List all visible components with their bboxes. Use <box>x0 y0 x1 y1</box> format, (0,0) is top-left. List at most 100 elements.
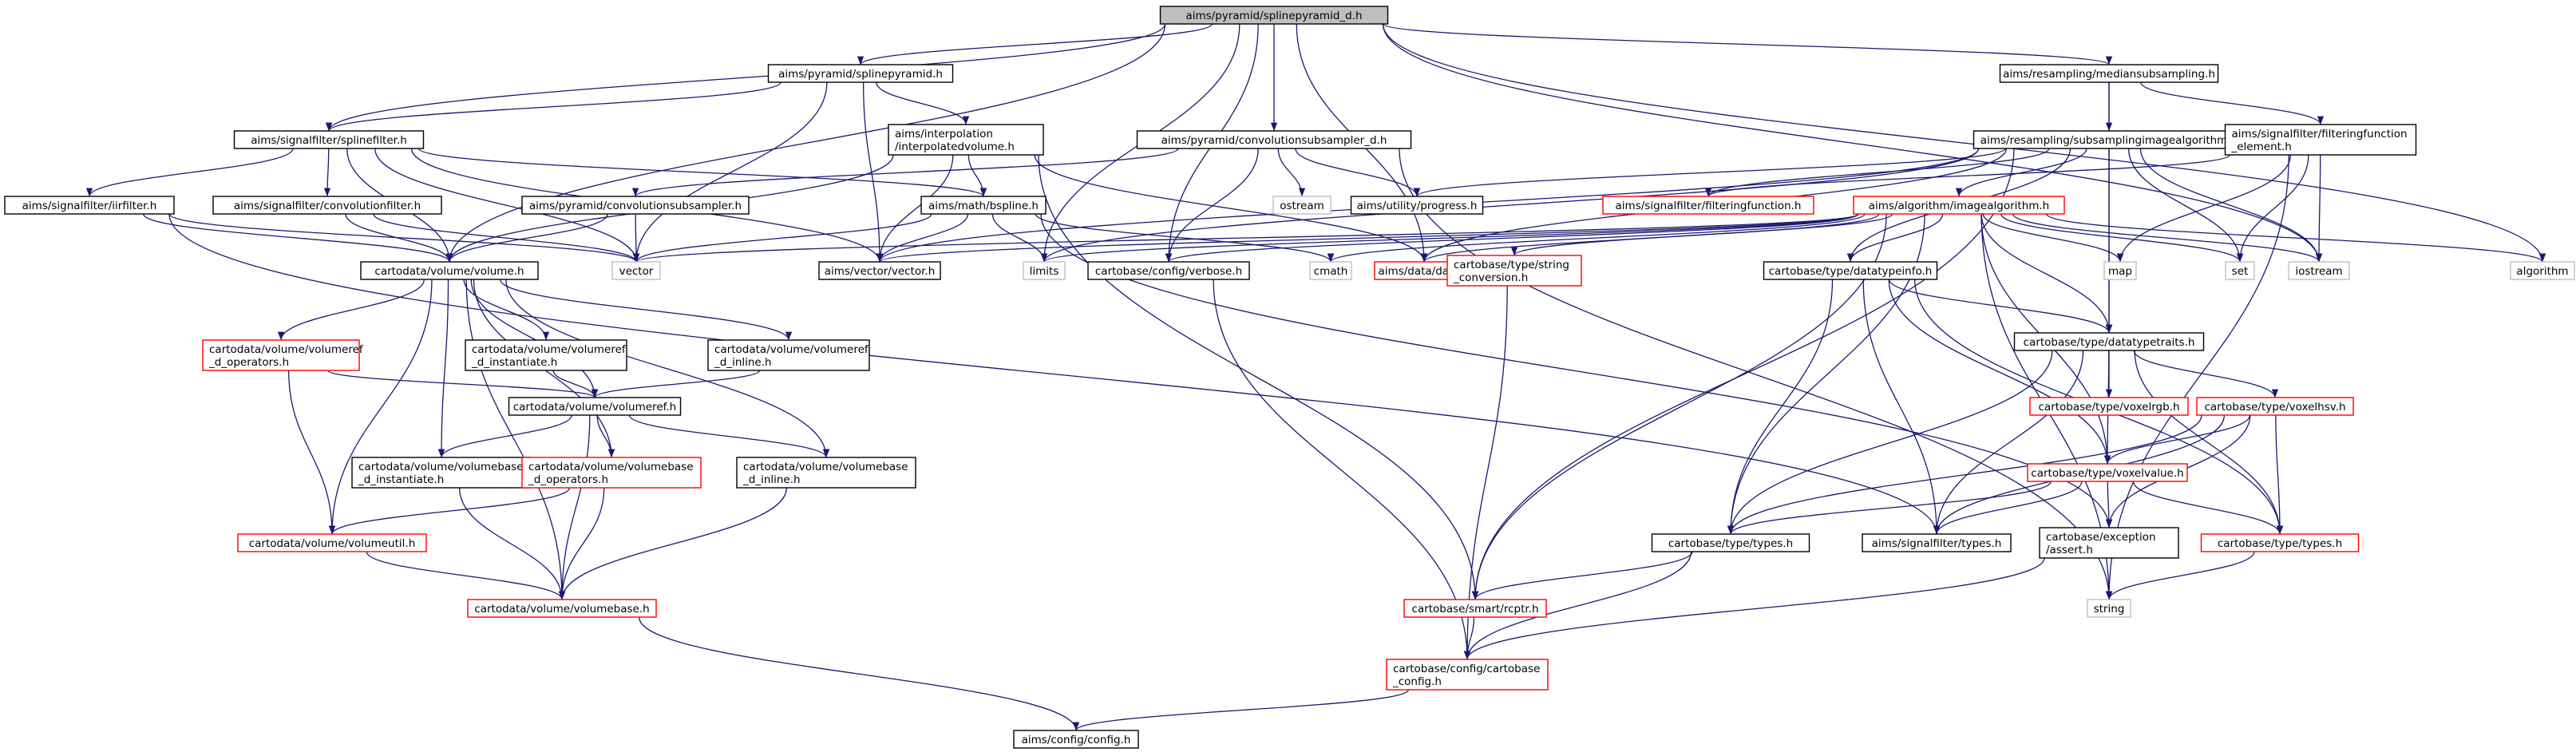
node-ssi[interactable]: aims/resampling/subsamplingimagealgorith… <box>1973 130 2246 149</box>
edge-root-sp <box>857 23 1213 65</box>
node-cbconfig[interactable]: cartobase/config/cartobase_config.h <box>1386 659 1549 691</box>
node-vrin[interactable]: cartodata/volume/volumeref_d_inline.h <box>707 339 870 371</box>
edge-sp-sf <box>326 81 782 132</box>
node-strconv[interactable]: cartobase/type/string_conversion.h <box>1446 255 1582 287</box>
edge-ia-set <box>2000 213 2244 263</box>
node-iv[interactable]: aims/interpolation/interpolatedvolume.h <box>888 124 1044 156</box>
node-box <box>767 64 954 83</box>
node-iir[interactable]: aims/signalfilter/iirfilter.h <box>4 196 175 215</box>
node-vol[interactable]: cartodata/volume/volume.h <box>360 261 539 280</box>
edge-ia-dtt <box>1980 213 2113 334</box>
edge-csd-verbose <box>1165 148 1259 263</box>
node-vref[interactable]: cartodata/volume/volumeref.h <box>508 397 682 416</box>
node-label: cartobase/type/voxelrgb.h <box>2039 401 2180 414</box>
node-box <box>212 196 442 215</box>
node-vro[interactable]: cartodata/volume/volumeref_d_operators.h <box>202 339 364 371</box>
node-label: cartobase/exception <box>2046 531 2156 544</box>
node-vbin[interactable]: cartodata/volume/volumebase_d_inline.h <box>736 457 916 489</box>
node-ia[interactable]: aims/algorithm/imagealgorithm.h <box>1853 196 2065 215</box>
node-assert[interactable]: cartobase/exception/assert.h <box>2039 527 2179 559</box>
edge-vhsv-types2 <box>2275 414 2284 535</box>
edge-vbo-vutil <box>328 487 571 535</box>
edge-ffe-string <box>2105 154 2289 600</box>
node-box <box>2288 261 2350 280</box>
node-sf[interactable]: aims/signalfilter/splinefilter.h <box>233 130 425 149</box>
edge-vro-vutil <box>287 370 336 535</box>
node-label: vector <box>619 265 654 278</box>
edge-ssi-prog <box>1414 148 2006 197</box>
edge-vol-vbase <box>465 279 566 600</box>
node-prog[interactable]: aims/utility/progress.h <box>1350 196 1484 215</box>
edge-rcptr-cbconfig <box>1463 616 1475 660</box>
node-sp[interactable]: aims/pyramid/splinepyramid.h <box>767 64 954 83</box>
node-label: map <box>2108 265 2132 278</box>
node-set[interactable]: set <box>2225 261 2255 280</box>
node-vector[interactable]: vector <box>611 261 661 280</box>
edge-ia-vv <box>876 213 1859 263</box>
node-label: aims/signalfilter/filteringfunction <box>2232 128 2408 141</box>
edge-root-sf <box>326 23 1166 132</box>
node-dti[interactable]: cartobase/type/datatypeinfo.h <box>1763 261 1938 280</box>
node-vval[interactable]: cartobase/type/voxelvalue.h <box>2027 463 2188 482</box>
node-box <box>1136 130 1412 149</box>
node-limits[interactable]: limits <box>1023 261 1066 280</box>
node-ffe[interactable]: aims/signalfilter/filteringfunction_elem… <box>2224 124 2417 156</box>
node-box <box>1087 261 1250 280</box>
node-cf[interactable]: aims/signalfilter/convolutionfilter.h <box>212 196 442 215</box>
node-cmath[interactable]: cmath <box>1309 261 1352 280</box>
node-config[interactable]: aims/config/config.h <box>1013 730 1139 749</box>
node-types2[interactable]: cartobase/type/types.h <box>2200 533 2360 552</box>
node-box <box>2510 261 2575 280</box>
node-label: cartodata/volume/volumebase <box>743 461 908 473</box>
node-box <box>1386 659 1549 691</box>
edge-ia-dti <box>1846 213 1944 263</box>
node-box <box>736 457 916 489</box>
node-ostream[interactable]: ostream <box>1272 196 1332 215</box>
node-verbose[interactable]: cartobase/config/verbose.h <box>1087 261 1250 280</box>
node-label: aims/signalfilter/splinefilter.h <box>251 134 407 147</box>
node-csd[interactable]: aims/pyramid/convolutionsubsampler_d.h <box>1136 130 1412 149</box>
node-label: aims/signalfilter/iirfilter.h <box>22 200 157 212</box>
node-box <box>233 130 425 149</box>
edge-root-ms <box>1382 23 2112 65</box>
node-vhsv[interactable]: cartobase/type/voxelhsv.h <box>2196 397 2354 416</box>
node-vutil[interactable]: cartodata/volume/volumeutil.h <box>237 533 427 552</box>
edge-dti-vval <box>1888 279 2111 465</box>
edge-vol-vrin <box>500 279 793 341</box>
node-map[interactable]: map <box>2103 261 2137 280</box>
node-bs[interactable]: aims/math/bspline.h <box>920 196 1047 215</box>
node-vri[interactable]: cartodata/volume/volumeref_d_instantiate… <box>465 339 627 371</box>
node-cs[interactable]: aims/pyramid/convolutionsubsampler.h <box>521 196 750 215</box>
node-types[interactable]: cartobase/type/types.h <box>1651 533 1810 552</box>
edge-sf-cf <box>323 148 331 197</box>
node-vbo[interactable]: cartodata/volume/volumebase_d_operators.… <box>521 457 702 489</box>
node-vbase[interactable]: cartodata/volume/volumebase.h <box>467 599 657 618</box>
node-string[interactable]: string <box>2087 599 2131 618</box>
node-iostream[interactable]: iostream <box>2288 261 2350 280</box>
node-label: cartodata/volume/volumeref <box>209 343 364 356</box>
node-dtt[interactable]: cartobase/type/datatypetraits.h <box>2013 332 2205 351</box>
node-label: set <box>2232 265 2249 278</box>
node-vv[interactable]: aims/vector/vector.h <box>818 261 941 280</box>
edge-ia-iostream <box>2012 213 2323 263</box>
node-ff[interactable]: aims/signalfilter/filteringfunction.h <box>1602 196 1814 215</box>
edge-dtt-types <box>1727 350 2053 535</box>
node-label: cartobase/config/verbose.h <box>1095 265 1242 278</box>
node-label: cartobase/type/voxelhsv.h <box>2204 401 2345 414</box>
node-label: aims/utility/progress.h <box>1357 200 1478 212</box>
node-label: /interpolatedvolume.h <box>895 141 1015 153</box>
node-box <box>2225 261 2255 280</box>
node-ms[interactable]: aims/resampling/mediansubsampling.h <box>1999 64 2219 83</box>
node-sftypes[interactable]: aims/signalfilter/types.h <box>1862 533 2012 552</box>
edge-bs-cmath <box>1035 213 1335 263</box>
node-box <box>351 457 532 489</box>
edge-root-algorithm <box>1382 23 2546 263</box>
node-vbi[interactable]: cartodata/volume/volumebase_d_instantiat… <box>351 457 532 489</box>
node-algorithm[interactable]: algorithm <box>2510 261 2575 280</box>
node-vrgb[interactable]: cartobase/type/voxelrgb.h <box>2029 397 2189 416</box>
edge-csd-cs <box>632 148 1179 197</box>
node-root[interactable]: aims/pyramid/splinepyramid_d.h <box>1159 6 1389 25</box>
node-rcptr[interactable]: cartobase/smart/rcptr.h <box>1403 599 1547 618</box>
node-label: cartobase/type/datatypetraits.h <box>2024 336 2195 349</box>
node-label: cartodata/volume/volume.h <box>374 265 524 278</box>
